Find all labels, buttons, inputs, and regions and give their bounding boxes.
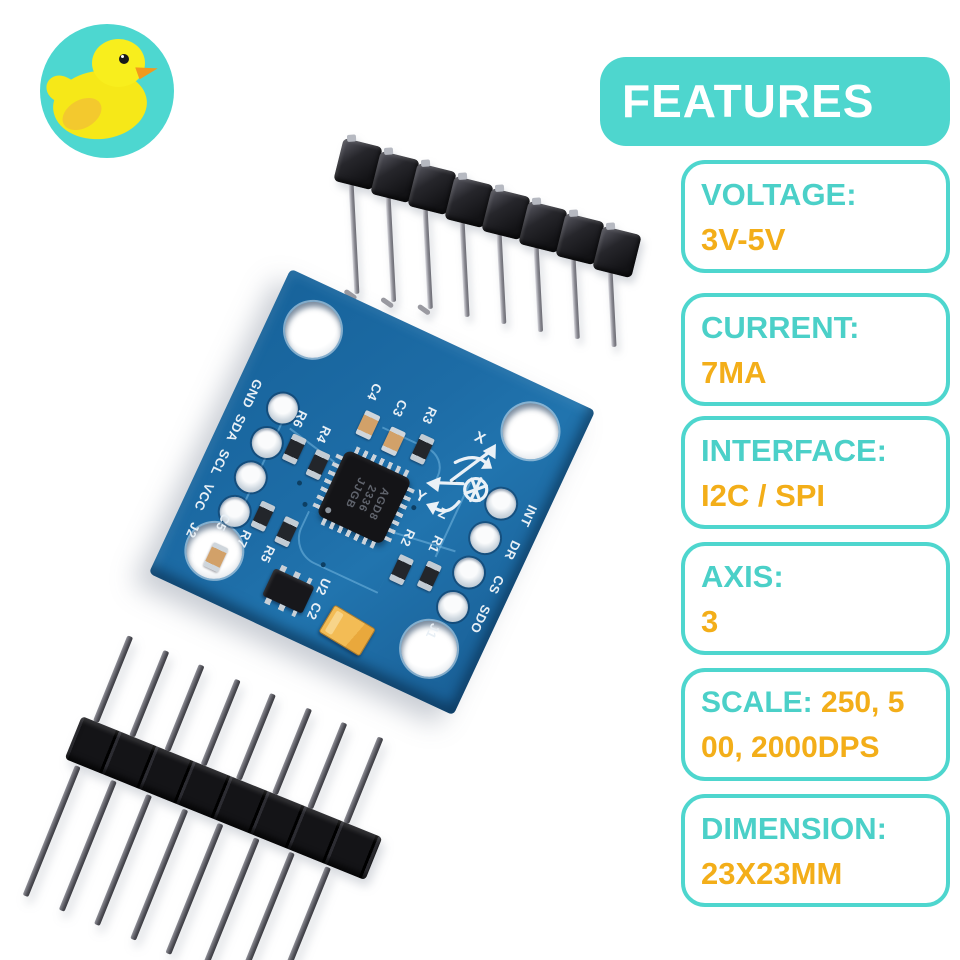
feature-value: 3 bbox=[701, 604, 719, 639]
silk-label-sda: SDA bbox=[223, 411, 250, 445]
via bbox=[296, 479, 303, 487]
through-hole-pad-cs bbox=[449, 552, 489, 593]
silk-label-r5: R5 bbox=[257, 543, 279, 566]
header-pin bbox=[164, 664, 205, 752]
header-pin bbox=[348, 171, 360, 294]
resistor-r1 bbox=[416, 560, 443, 592]
feature-card-current: CURRENT: 7MA bbox=[681, 293, 950, 406]
z-axis-cross bbox=[469, 477, 483, 503]
silk-label-dr: DR bbox=[501, 538, 524, 563]
silk-label-sdo: SDO bbox=[467, 602, 494, 636]
header-pin bbox=[307, 721, 348, 810]
header-pin bbox=[200, 678, 241, 767]
silk-label-scl: SCL bbox=[207, 446, 233, 479]
feature-label: AXIS: bbox=[701, 559, 784, 594]
header-pin bbox=[459, 209, 470, 317]
feature-label: DIMENSION: bbox=[701, 811, 887, 846]
z-rotation-curl bbox=[432, 500, 461, 513]
silk-label-int: INT bbox=[517, 502, 541, 530]
via bbox=[301, 501, 309, 508]
header-pin bbox=[342, 736, 383, 824]
feature-value: 00, 2000DPS bbox=[701, 731, 880, 764]
x-axis-arrow bbox=[449, 450, 491, 483]
header-pin bbox=[385, 184, 397, 302]
silk-label-r3: R3 bbox=[419, 404, 441, 427]
ic-pin1-dot bbox=[324, 506, 333, 515]
z-curl-arrowhead bbox=[426, 501, 440, 515]
feature-card-dimension: DIMENSION: 23X23MM bbox=[681, 794, 950, 907]
feature-value: I2C / SPI bbox=[701, 478, 826, 513]
feature-value: 250, 5 bbox=[812, 686, 905, 719]
header-pin bbox=[128, 649, 169, 738]
feature-label: INTERFACE: bbox=[701, 433, 887, 468]
z-axis-label: Z bbox=[436, 504, 451, 522]
y-axis-label: Y bbox=[413, 487, 429, 507]
axis-orientation-glyph: X Y Z bbox=[413, 428, 496, 522]
feature-value: 3V-5V bbox=[701, 222, 786, 257]
silk-label-vcc: VCC bbox=[191, 480, 218, 514]
y-arrowhead bbox=[425, 476, 441, 492]
mounting-hole bbox=[275, 292, 351, 368]
capacitor-c4 bbox=[355, 409, 381, 441]
feature-card-axis: AXIS: 3 bbox=[681, 542, 950, 655]
features-header: FEATURES bbox=[600, 57, 950, 146]
brand-logo bbox=[40, 24, 174, 158]
silk-label-c4: C4 bbox=[363, 381, 385, 404]
x-curl-arrowhead bbox=[480, 457, 493, 469]
feature-value: 23X23MM bbox=[701, 856, 843, 891]
feature-card-scale: SCALE: 250, 5 00, 2000DPS bbox=[681, 668, 950, 781]
header-pin bbox=[93, 635, 134, 723]
tantalum-capacitor-c2 bbox=[318, 604, 376, 657]
through-hole-pad-sda bbox=[246, 423, 287, 463]
feature-card-voltage: VOLTAGE: 3V-5V bbox=[681, 160, 950, 273]
header-pin bbox=[496, 221, 507, 324]
header-pin bbox=[235, 692, 276, 781]
resistor-r6 bbox=[281, 433, 308, 466]
feature-label: VOLTAGE: bbox=[701, 177, 857, 212]
silk-label-c3: C3 bbox=[389, 397, 411, 420]
feature-label: CURRENT: bbox=[701, 310, 860, 345]
x-arrowhead bbox=[482, 443, 496, 460]
silk-label-r4: R4 bbox=[313, 423, 335, 446]
silk-label-gnd: GND bbox=[239, 376, 266, 411]
x-axis-label: X bbox=[472, 428, 488, 448]
ic-marking: AGD8 2336 JJGB bbox=[335, 468, 393, 526]
feature-line: SCALE: 250, 5 bbox=[701, 680, 946, 725]
header-pin bbox=[271, 707, 312, 795]
through-hole-pad-scl bbox=[230, 457, 271, 498]
silk-label-cs: CS bbox=[485, 572, 508, 597]
feature-value: 7MA bbox=[701, 355, 767, 390]
x-rotation-curl bbox=[453, 456, 490, 466]
header-pin bbox=[422, 196, 433, 309]
feature-label: SCALE: bbox=[701, 686, 813, 719]
duck-eye bbox=[119, 54, 129, 64]
silk-label-r1: R1 bbox=[425, 533, 447, 556]
feature-card-interface: INTERFACE: I2C / SPI bbox=[681, 416, 950, 529]
duck-head bbox=[92, 39, 145, 87]
